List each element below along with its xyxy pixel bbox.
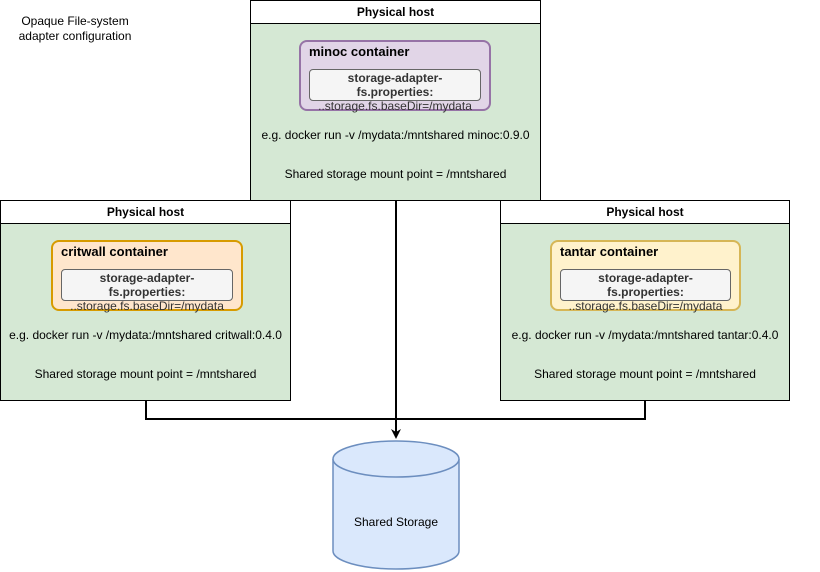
shared-storage-label: Shared Storage xyxy=(353,515,439,529)
host-title: Physical host xyxy=(501,201,789,224)
physical-host-tantar: Physical host tantar container storage-a… xyxy=(500,200,790,401)
physical-host-critwall: Physical host critwall container storage… xyxy=(0,200,291,401)
mount-point: Shared storage mount point = /mntshared xyxy=(284,167,507,181)
tantar-container: tantar container storage-adapter-fs.prop… xyxy=(550,240,741,313)
docker-command: e.g. docker run -v /mydata:/mntshared ta… xyxy=(511,328,779,342)
properties-filename: storage-adapter-fs.properties: xyxy=(99,271,195,299)
properties-filename: storage-adapter-fs.properties: xyxy=(347,71,443,99)
diagram-caption: Opaque File-system adapter configuration xyxy=(18,14,132,43)
properties-value: ..storage.fs.baseDir=/mydata xyxy=(568,299,723,313)
docker-command: e.g. docker run -v /mydata:/mntshared cr… xyxy=(9,328,282,342)
container-title: minoc container xyxy=(309,44,410,59)
host-title: Physical host xyxy=(251,1,540,24)
mount-point: Shared storage mount point = /mntshared xyxy=(534,367,756,381)
physical-host-minoc: Physical host minoc container storage-ad… xyxy=(250,0,541,201)
right-host-connector xyxy=(396,401,646,420)
minoc-container: minoc container storage-adapter-fs.prope… xyxy=(299,40,491,113)
container-title: tantar container xyxy=(560,244,659,259)
properties-box: storage-adapter-fs.properties: ..storage… xyxy=(309,69,481,113)
properties-filename: storage-adapter-fs.properties: xyxy=(598,271,693,299)
docker-command: e.g. docker run -v /mydata:/mntshared mi… xyxy=(261,128,530,142)
mount-point: Shared storage mount point = /mntshared xyxy=(34,367,257,381)
properties-value: ..storage.fs.baseDir=/mydata xyxy=(318,99,472,113)
properties-value: ..storage.fs.baseDir=/mydata xyxy=(70,299,224,313)
properties-box: storage-adapter-fs.properties: ..storage… xyxy=(560,269,731,313)
left-host-connector xyxy=(145,401,396,420)
properties-box: storage-adapter-fs.properties: ..storage… xyxy=(61,269,233,313)
shared-storage-cylinder xyxy=(332,440,460,570)
critwall-container: critwall container storage-adapter-fs.pr… xyxy=(51,240,243,313)
container-title: critwall container xyxy=(61,244,168,259)
host-title: Physical host xyxy=(1,201,290,224)
